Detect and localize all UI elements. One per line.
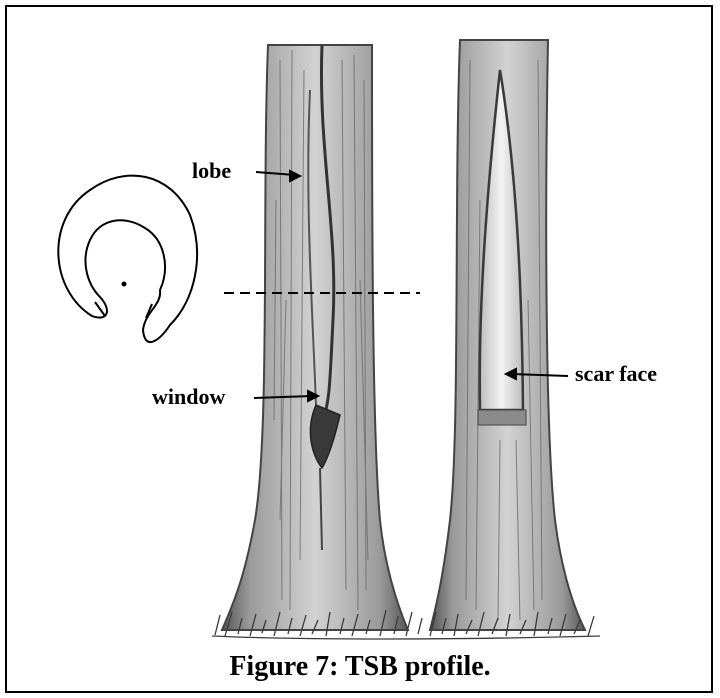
label-lobe: lobe — [192, 158, 231, 184]
figure-caption: Figure 7: TSB profile. — [0, 651, 720, 683]
label-scar-face: scar face — [575, 361, 657, 387]
right-tree-trunk — [430, 40, 585, 630]
left-tree-trunk — [222, 45, 408, 630]
label-window: window — [152, 384, 225, 410]
cross-section-diagram — [58, 176, 197, 342]
